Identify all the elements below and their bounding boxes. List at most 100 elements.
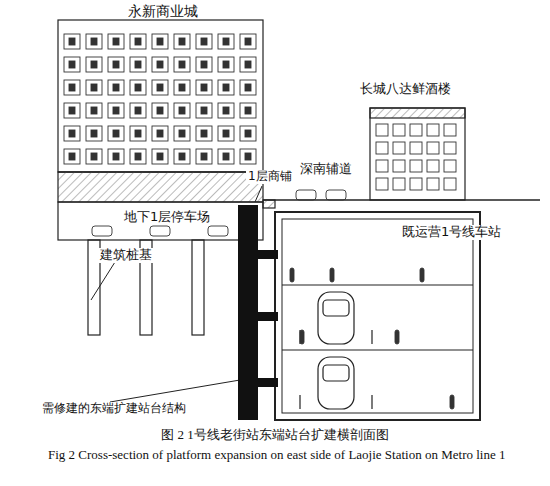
- part-label: 长城八达鲜酒楼: [360, 82, 451, 97]
- caption-english: Fig 2 Cross-section of platform expansio…: [48, 448, 538, 463]
- drawing-detail: [135, 84, 141, 91]
- part-label: 既运营1号线车站: [400, 225, 503, 240]
- drawing-detail: [152, 103, 168, 118]
- drawing-detail: [108, 80, 124, 95]
- drawing-detail: [223, 153, 229, 160]
- drawing-detail: [196, 103, 212, 118]
- drawing-detail: [444, 124, 456, 136]
- drawing-detail: [130, 57, 146, 72]
- drawing-detail: [108, 149, 124, 164]
- drawing-detail: [108, 126, 124, 141]
- drawing-detail: [393, 142, 405, 154]
- drawing-detail: [174, 80, 190, 95]
- drawing-detail: [174, 149, 190, 164]
- drawing-detail: [393, 178, 405, 190]
- drawing-detail: [64, 34, 80, 49]
- drawing-detail: [376, 124, 388, 136]
- drawing-detail: [64, 149, 80, 164]
- drawing-detail: [64, 80, 80, 95]
- drawing-detail: [240, 149, 256, 164]
- part-label: 建筑桩基: [98, 248, 154, 263]
- part-label: 1层商铺: [246, 170, 294, 184]
- drawing-detail: [69, 84, 75, 91]
- drawing-detail: [157, 130, 163, 137]
- drawing-detail: [152, 126, 168, 141]
- drawing-detail: [69, 130, 75, 137]
- drawing-detail: [376, 142, 388, 154]
- drawing-detail: [218, 126, 234, 141]
- drawing-detail: [113, 107, 119, 114]
- drawing-detail: [86, 80, 102, 95]
- drawing-detail: [218, 80, 234, 95]
- drawing-detail: [174, 34, 190, 49]
- drawing-detail: [113, 38, 119, 45]
- drawing-detail: [135, 38, 141, 45]
- drawing-detail: [427, 160, 439, 172]
- drawing-detail: [201, 38, 207, 45]
- drawing-detail: [174, 103, 190, 118]
- drawing-detail: [157, 38, 163, 45]
- drawing-detail: [92, 226, 112, 236]
- drawing-detail: [69, 61, 75, 68]
- drawing-detail: [223, 84, 229, 91]
- drawing-detail: [196, 126, 212, 141]
- drawing-detail: [223, 38, 229, 45]
- drawing-detail: [157, 153, 163, 160]
- drawing-detail: [179, 61, 185, 68]
- drawing-detail: [208, 226, 228, 236]
- drawing-detail: [240, 34, 256, 49]
- drawing-detail: [196, 57, 212, 72]
- drawing-detail: [330, 268, 334, 282]
- drawing-detail: [201, 153, 207, 160]
- drawing-detail: [296, 190, 316, 200]
- drawing-detail: [157, 107, 163, 114]
- drawing-detail: [420, 268, 424, 282]
- drawing-detail: [179, 130, 185, 137]
- drawing-detail: [86, 57, 102, 72]
- drawing-detail: [86, 149, 102, 164]
- drawing-detail: [245, 107, 251, 114]
- drawing-detail: [113, 153, 119, 160]
- drawing-detail: [108, 57, 124, 72]
- drawing-detail: [113, 84, 119, 91]
- drawing-detail: [179, 153, 185, 160]
- drawing-detail: [130, 149, 146, 164]
- drawing-detail: [245, 61, 251, 68]
- part-label: 永新商业城: [128, 3, 198, 19]
- drawing-detail: [135, 153, 141, 160]
- drawing-detail: [245, 153, 251, 160]
- drawing-detail: [64, 126, 80, 141]
- drawing-detail: [135, 130, 141, 137]
- drawing-detail: [150, 226, 170, 236]
- drawing-detail: [290, 268, 294, 282]
- drawing-detail: [218, 57, 234, 72]
- drawing-detail: [427, 142, 439, 154]
- drawing-detail: [91, 107, 97, 114]
- drawing-detail: [152, 149, 168, 164]
- drawing-detail: [393, 124, 405, 136]
- drawing-detail: [86, 126, 102, 141]
- drawing-detail: [201, 61, 207, 68]
- drawing-detail: [86, 103, 102, 118]
- drawing-detail: [91, 130, 97, 137]
- drawing-detail: [450, 395, 454, 409]
- drawing-detail: [444, 142, 456, 154]
- drawing-detail: [174, 126, 190, 141]
- drawing-detail: [157, 84, 163, 91]
- drawing-detail: [179, 107, 185, 114]
- drawing-detail: [91, 153, 97, 160]
- drawing-detail: [326, 190, 346, 200]
- drawing-detail: [240, 103, 256, 118]
- drawing-detail: [157, 61, 163, 68]
- caption-chinese: 图 2 1号线老街站东端站台扩建横剖面图: [161, 428, 389, 443]
- drawing-detail: [427, 178, 439, 190]
- drawing-detail: [245, 84, 251, 91]
- drawing-detail: [223, 107, 229, 114]
- drawing-detail: [410, 160, 422, 172]
- drawing-detail: [113, 61, 119, 68]
- drawing-detail: [135, 107, 141, 114]
- drawing-detail: [69, 107, 75, 114]
- drawing-detail: [376, 178, 388, 190]
- drawing-detail: [410, 178, 422, 190]
